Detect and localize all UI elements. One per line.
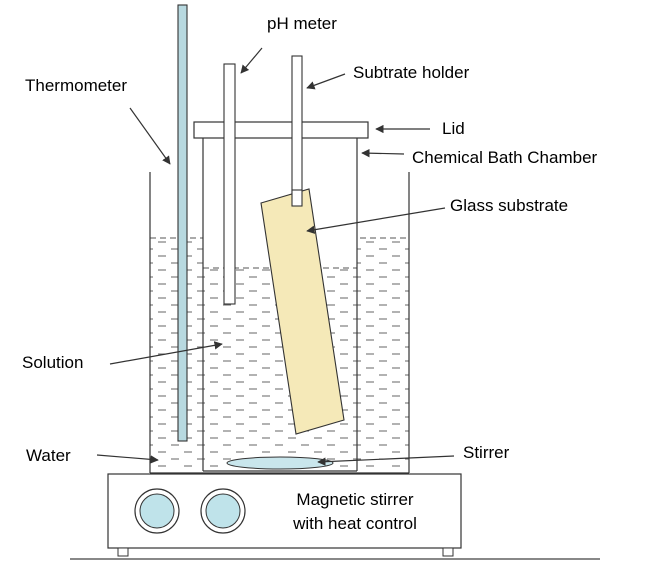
label-solution: Solution [22, 353, 84, 372]
arrow-glass-substrate [306, 207, 446, 234]
arrow-stirrer [317, 455, 455, 466]
arrow-solution [109, 341, 223, 365]
arrow-water [96, 454, 159, 464]
label-magnetic-stirrer-line1: Magnetic stirrer [296, 490, 414, 509]
label-glass-substrate: Glass substrate [450, 196, 569, 215]
stirrer-bar [226, 456, 334, 470]
substrate-holder-rod [291, 55, 303, 207]
label-substrate-holder: Subtrate holder [353, 63, 470, 82]
label-magnetic-stirrer-line2: with heat control [293, 514, 417, 533]
ph-meter-probe [223, 63, 236, 305]
water-bath-walls [149, 172, 410, 474]
label-thermometer: Thermometer [25, 76, 128, 95]
label-water: Water [26, 446, 71, 465]
arrow-substrate-holder [306, 73, 346, 90]
label-ph-meter: pH meter [267, 14, 337, 33]
glass-substrate [260, 188, 345, 435]
thermometer [177, 4, 188, 442]
arrow-thermometer [129, 107, 171, 165]
arrow-ph-meter [240, 47, 263, 74]
lid [193, 121, 369, 139]
chemical-bath-chamber [202, 138, 358, 472]
label-stirrer: Stirrer [463, 443, 510, 462]
arrow-chamber [361, 148, 405, 158]
label-lid: Lid [442, 119, 465, 138]
knob-right [200, 488, 246, 534]
label-chamber: Chemical Bath Chamber [412, 148, 598, 167]
knob-left [134, 488, 180, 534]
